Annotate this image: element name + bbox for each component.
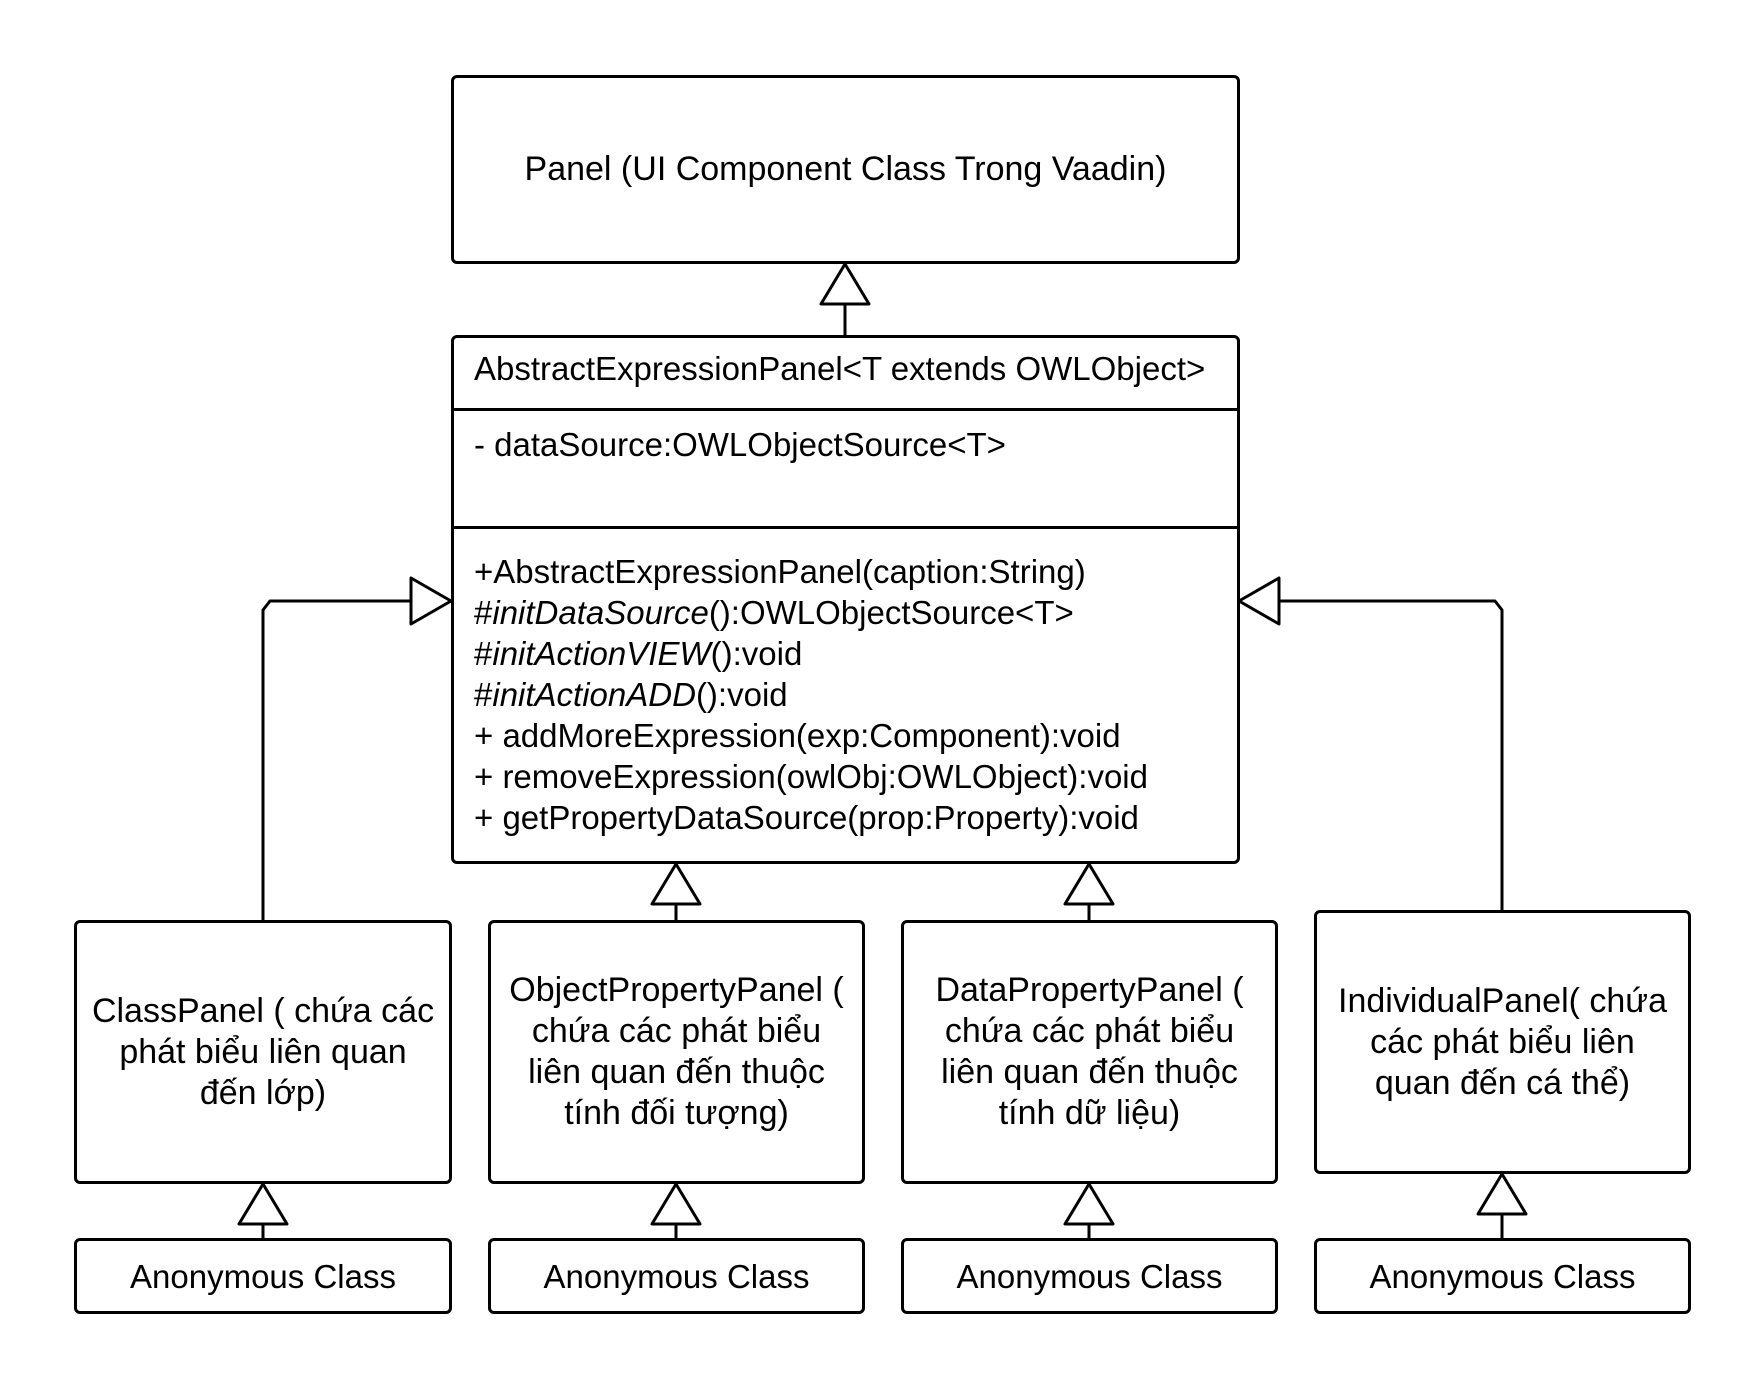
individual-panel-box: IndividualPanel( chứa các phát biểu liên… (1314, 910, 1691, 1174)
data-property-panel-box: DataPropertyPanel ( chứa các phát biểu l… (901, 920, 1278, 1184)
inheritance-arrow-anon-1 (237, 1182, 289, 1226)
anonymous-class-label: Anonymous Class (1369, 1257, 1636, 1295)
class-panel-box: ClassPanel ( chứa các phát biểu liên qua… (74, 920, 452, 1184)
inheritance-arrow-anon-2 (650, 1182, 702, 1226)
anonymous-class-label: Anonymous Class (130, 1257, 396, 1295)
method-line: + addMoreExpression(exp:Component):void (474, 717, 1121, 754)
inheritance-arrow-panel (819, 262, 871, 306)
method-line: #initDataSource():OWLObjectSource<T> (474, 594, 1074, 631)
anonymous-class-label: Anonymous Class (543, 1257, 810, 1295)
attribute-line: - dataSource:OWLObjectSource<T> (474, 426, 1006, 463)
abstract-class-name-section: AbstractExpressionPanel<T extends OWLObj… (454, 348, 1237, 389)
anonymous-class-box-3: Anonymous Class (901, 1238, 1278, 1314)
inheritance-arrow-objectpropertypanel (650, 862, 702, 906)
method-line: + removeExpression(owlObj:OWLObject):voi… (474, 758, 1148, 795)
methods-section: +AbstractExpressionPanel(caption:String)… (454, 551, 1237, 838)
compartment-divider (454, 526, 1237, 529)
inheritance-arrow-datapropertypanel (1063, 862, 1115, 906)
anonymous-class-box-4: Anonymous Class (1314, 1238, 1691, 1314)
data-property-panel-label: DataPropertyPanel ( chứa các phát biểu l… (935, 971, 1244, 1132)
edge-individualpanel-to-abstract (1279, 599, 1504, 910)
method-line: + getPropertyDataSource(prop:Property):v… (474, 799, 1139, 836)
method-line: +AbstractExpressionPanel(caption:String) (474, 553, 1086, 590)
abstract-class-name: AbstractExpressionPanel<T extends OWLObj… (474, 350, 1206, 387)
compartment-divider (454, 408, 1237, 411)
panel-class-label: Panel (UI Component Class Trong Vaadin) (524, 150, 1167, 188)
object-property-panel-box: ObjectPropertyPanel ( chứa các phát biểu… (488, 920, 865, 1184)
class-panel-label: ClassPanel ( chứa các phát biểu liên qua… (91, 991, 435, 1112)
inheritance-arrow-individualpanel (1237, 576, 1281, 626)
anonymous-class-label: Anonymous Class (956, 1257, 1223, 1295)
attributes-section: - dataSource:OWLObjectSource<T> (454, 424, 1237, 465)
method-line: #initActionADD():void (474, 676, 788, 713)
inheritance-arrow-classpanel (409, 576, 453, 626)
inheritance-arrow-anon-3 (1063, 1182, 1115, 1226)
object-property-panel-label: ObjectPropertyPanel ( chứa các phát biểu… (509, 971, 844, 1132)
abstract-expression-panel-class: AbstractExpressionPanel<T extends OWLObj… (451, 335, 1240, 864)
inheritance-arrow-anon-4 (1476, 1172, 1528, 1216)
anonymous-class-box-2: Anonymous Class (488, 1238, 865, 1314)
anonymous-class-box-1: Anonymous Class (74, 1238, 452, 1314)
method-line: #initActionVIEW():void (474, 635, 803, 672)
panel-class-box: Panel (UI Component Class Trong Vaadin) (451, 75, 1240, 264)
individual-panel-label: IndividualPanel( chứa các phát biểu liên… (1338, 981, 1667, 1102)
edge-classpanel-to-abstract (261, 599, 411, 920)
